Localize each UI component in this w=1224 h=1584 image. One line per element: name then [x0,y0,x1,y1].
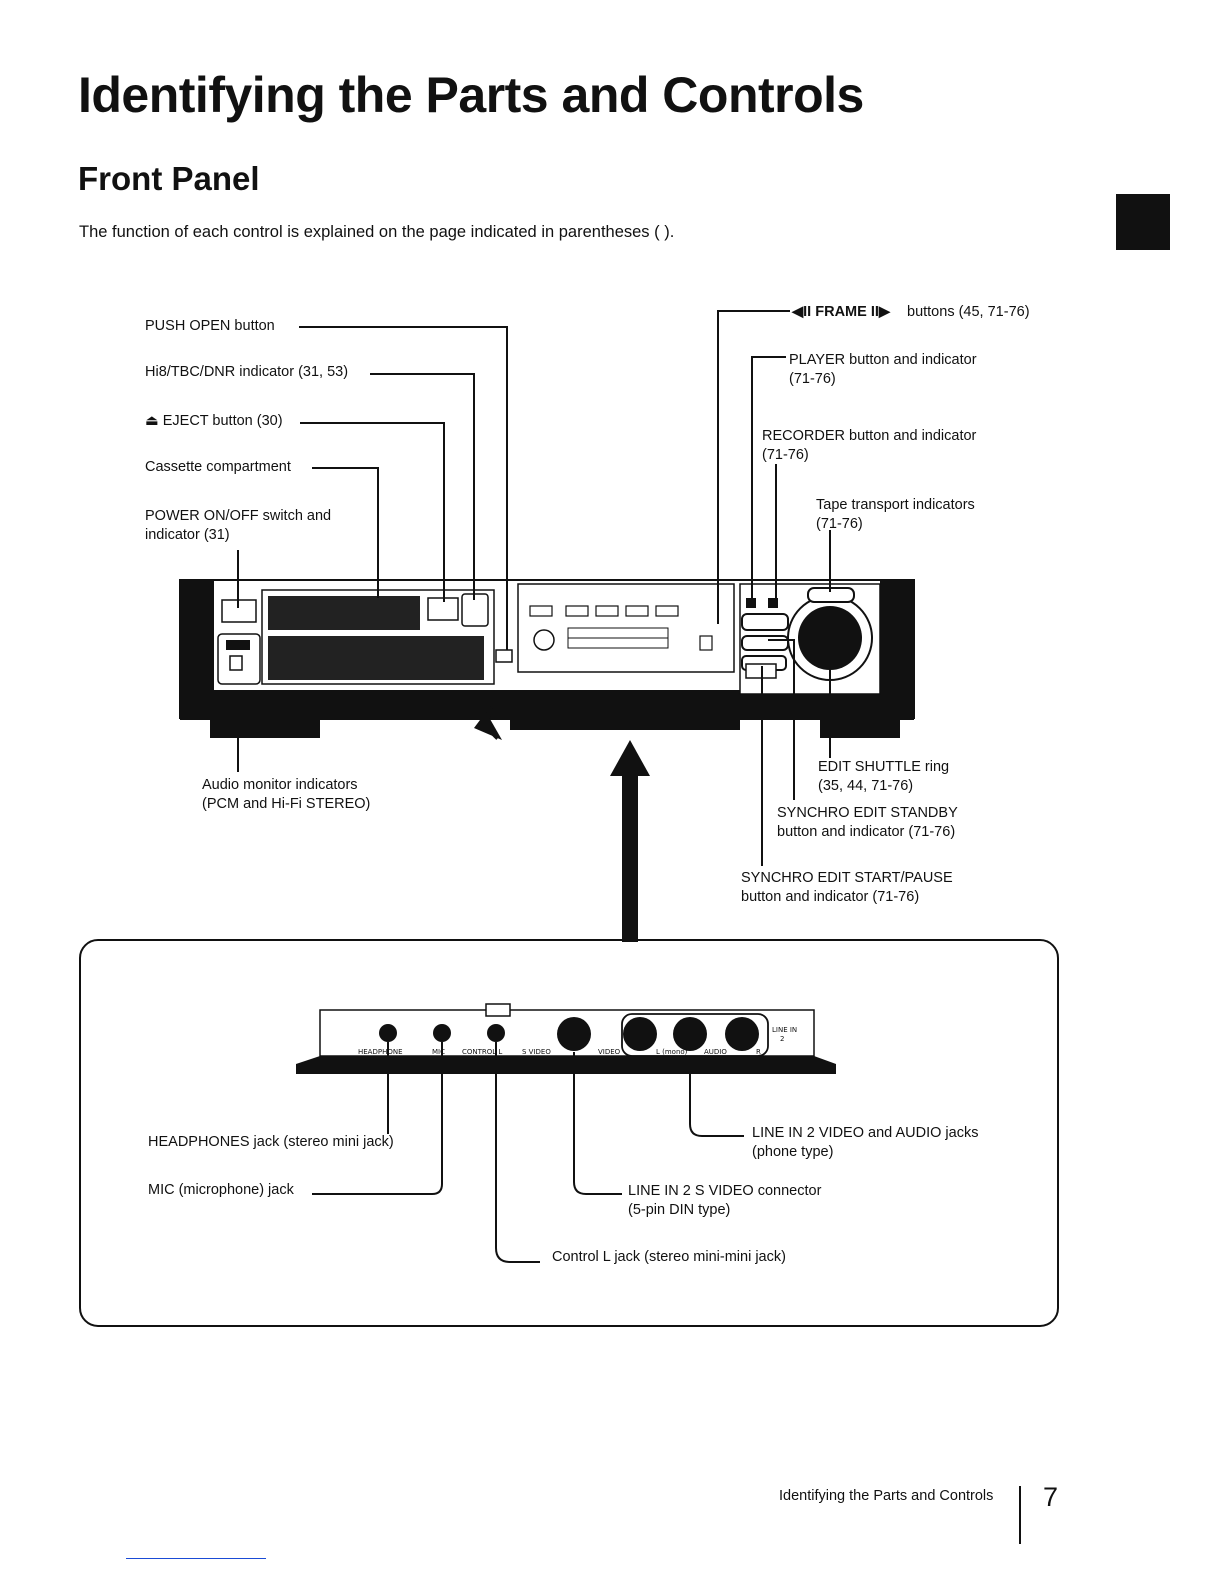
callout-edit-shuttle-line1: EDIT SHUTTLE ring [818,759,950,775]
callout-recorder-line2: (71-76) [762,447,809,463]
vcr-illustration [179,579,915,740]
panel-label-audio: AUDIO [704,1048,727,1056]
jack-panel-illustration [296,1003,836,1074]
rear-panel-arrow [610,740,650,942]
right-leader-lines [717,310,831,866]
callout-frame-buttons: buttons (45, 71-76) [907,304,1030,320]
callout-s-video-line1: LINE IN 2 S VIDEO connector [628,1183,822,1199]
panel-label-mic: MIC [432,1048,445,1056]
chapter-tab-marker [1116,194,1170,250]
panel-label-s-video: S VIDEO [522,1048,551,1056]
panel-label-video: VIDEO [598,1048,621,1056]
running-footer-title: Identifying the Parts and Controls [779,1488,994,1504]
callout-tape-transport-line2: (71-76) [816,516,863,532]
callout-player-line1: PLAYER button and indicator [789,352,977,368]
callout-frame-symbols: ◀II FRAME II▶ [792,304,891,320]
callout-control-l-jack: Control L jack (stereo mini-mini jack) [552,1249,786,1265]
callout-line-in2-line1: LINE IN 2 VIDEO and AUDIO jacks [752,1125,979,1141]
page-title: Identifying the Parts and Controls [78,67,864,123]
callout-synchro-standby-line1: SYNCHRO EDIT STANDBY [777,805,958,821]
panel-label-control-l: CONTROL L [462,1048,502,1056]
panel-label-l-mono: L (mono) [656,1048,688,1056]
callout-tape-transport-line1: Tape transport indicators [816,497,975,513]
callout-cassette: Cassette compartment [145,459,291,475]
intro-text: The function of each control is explaine… [79,223,675,241]
callout-hi8-tbc-dnr: Hi8/TBC/DNR indicator (31, 53) [145,364,349,380]
footer-divider [1019,1486,1021,1544]
callout-player-line2: (71-76) [789,371,836,387]
callout-line-in2-line2: (phone type) [752,1144,834,1160]
section-heading: Front Panel [78,160,260,197]
callout-audio-monitor-line2: (PCM and Hi-Fi STEREO) [202,796,371,812]
callout-synchro-start-pause-line1: SYNCHRO EDIT START/PAUSE [741,870,953,886]
callout-push-open: PUSH OPEN button [145,318,275,334]
jack-panel-inset [79,939,1059,1327]
page-number: 7 [1043,1482,1059,1512]
callout-s-video-line2: (5-pin DIN type) [628,1202,731,1218]
inset-leader-lines [312,1042,744,1263]
callout-audio-monitor-line1: Audio monitor indicators [202,777,358,793]
bottom-rule [126,1558,266,1559]
callout-edit-shuttle-line2: (35, 44, 71-76) [818,778,914,794]
panel-label-r: R [756,1048,761,1056]
panel-label-headphone: HEADPHONE [358,1048,403,1056]
callout-recorder-line1: RECORDER button and indicator [762,428,977,444]
callout-synchro-start-pause-line2: button and indicator (71-76) [741,889,920,905]
panel-label-line-in: LINE IN [772,1026,797,1034]
callout-eject: ⏏ EJECT button (30) [145,413,283,429]
panel-label-line-in-number: 2 [780,1035,784,1043]
callout-power-line1: POWER ON/OFF switch and [145,508,332,524]
callout-mic-jack: MIC (microphone) jack [148,1182,294,1198]
callout-power-line2: indicator (31) [145,527,230,543]
left-leader-lines [237,326,508,772]
callout-headphones-jack: HEADPHONES jack (stereo mini jack) [148,1134,394,1150]
callout-synchro-standby-line2: button and indicator (71-76) [777,824,956,840]
